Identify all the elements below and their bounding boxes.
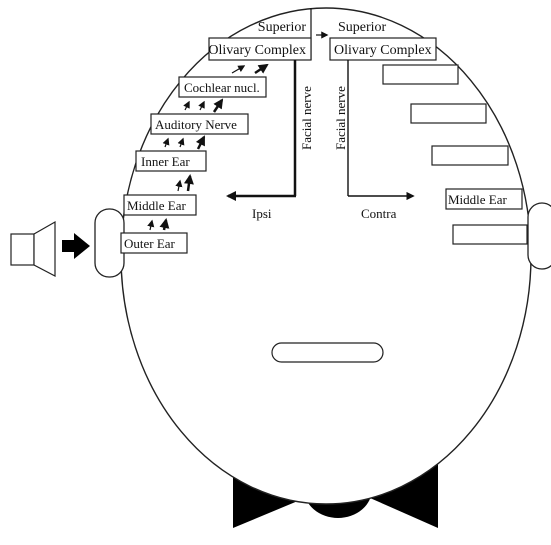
ipsi-facial-nerve-path [226,60,297,201]
middle-ear-right-label: Middle Ear [448,192,508,207]
soc-left-box: Superior Olivary Complex [208,20,312,61]
ipsi-label: Ipsi [252,206,272,221]
right-empty-box-3 [431,145,509,166]
facial-nerve-left-label: Facial nerve [299,86,314,150]
speaker-icon [10,220,56,277]
middle-ear-left-box: Middle Ear [123,194,197,216]
ascending-pathway-arrows [147,63,269,231]
mouth [271,342,384,363]
soc-left-line2: Olivary Complex [208,43,306,58]
inner-ear-label: Inner Ear [141,154,190,169]
contra-facial-nerve-path [347,60,415,201]
middle-ear-right-box: Middle Ear [445,188,523,210]
auditory-nerve-label: Auditory Nerve [155,117,237,132]
soc-right-line1: Superior [338,20,387,35]
contra-label: Contra [361,206,397,221]
facial-nerve-right-label: Facial nerve [333,86,348,150]
inner-ear-box: Inner Ear [135,150,207,172]
sound-input-arrow [62,233,90,259]
right-empty-box-1 [382,64,459,85]
outer-ear-box: Outer Ear [120,232,188,254]
cochlear-box: Cochlear nucl. [178,76,267,98]
soc-right-box: Superior Olivary Complex [329,20,437,61]
right-empty-box-4 [452,224,528,245]
left-ear [94,208,125,278]
right-empty-box-2 [410,103,487,124]
auditory-nerve-box: Auditory Nerve [150,113,249,135]
right-ear [527,202,551,270]
soc-right-line2: Olivary Complex [334,43,432,58]
cochlear-label: Cochlear nucl. [184,80,260,95]
middle-ear-left-label: Middle Ear [127,198,187,213]
soc-left-line1: Superior [258,20,307,35]
outer-ear-label: Outer Ear [124,236,176,251]
